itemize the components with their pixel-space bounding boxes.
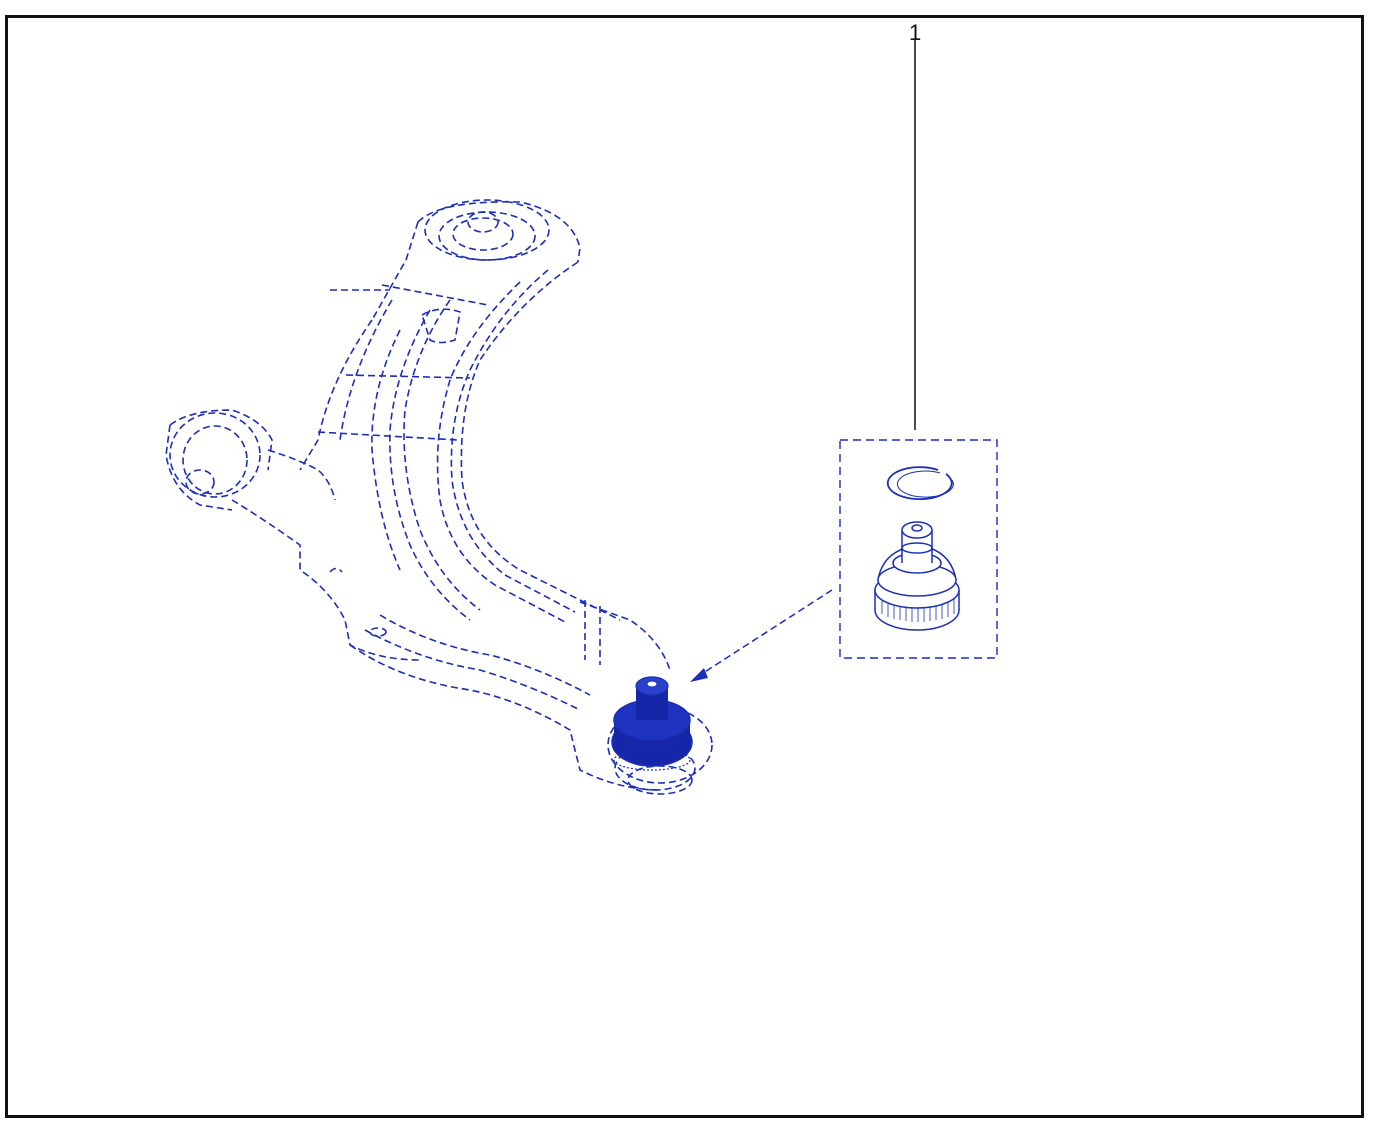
detail-box: [839, 439, 998, 659]
detail-arrow: [690, 589, 833, 682]
retaining-ring: [886, 466, 954, 501]
callout-1-label: 1: [909, 20, 922, 45]
diagram-frame: [5, 15, 1364, 1118]
ball-joint-detail: [874, 521, 960, 631]
control-arm: [165, 199, 713, 795]
ball-joint-installed: [611, 676, 693, 771]
